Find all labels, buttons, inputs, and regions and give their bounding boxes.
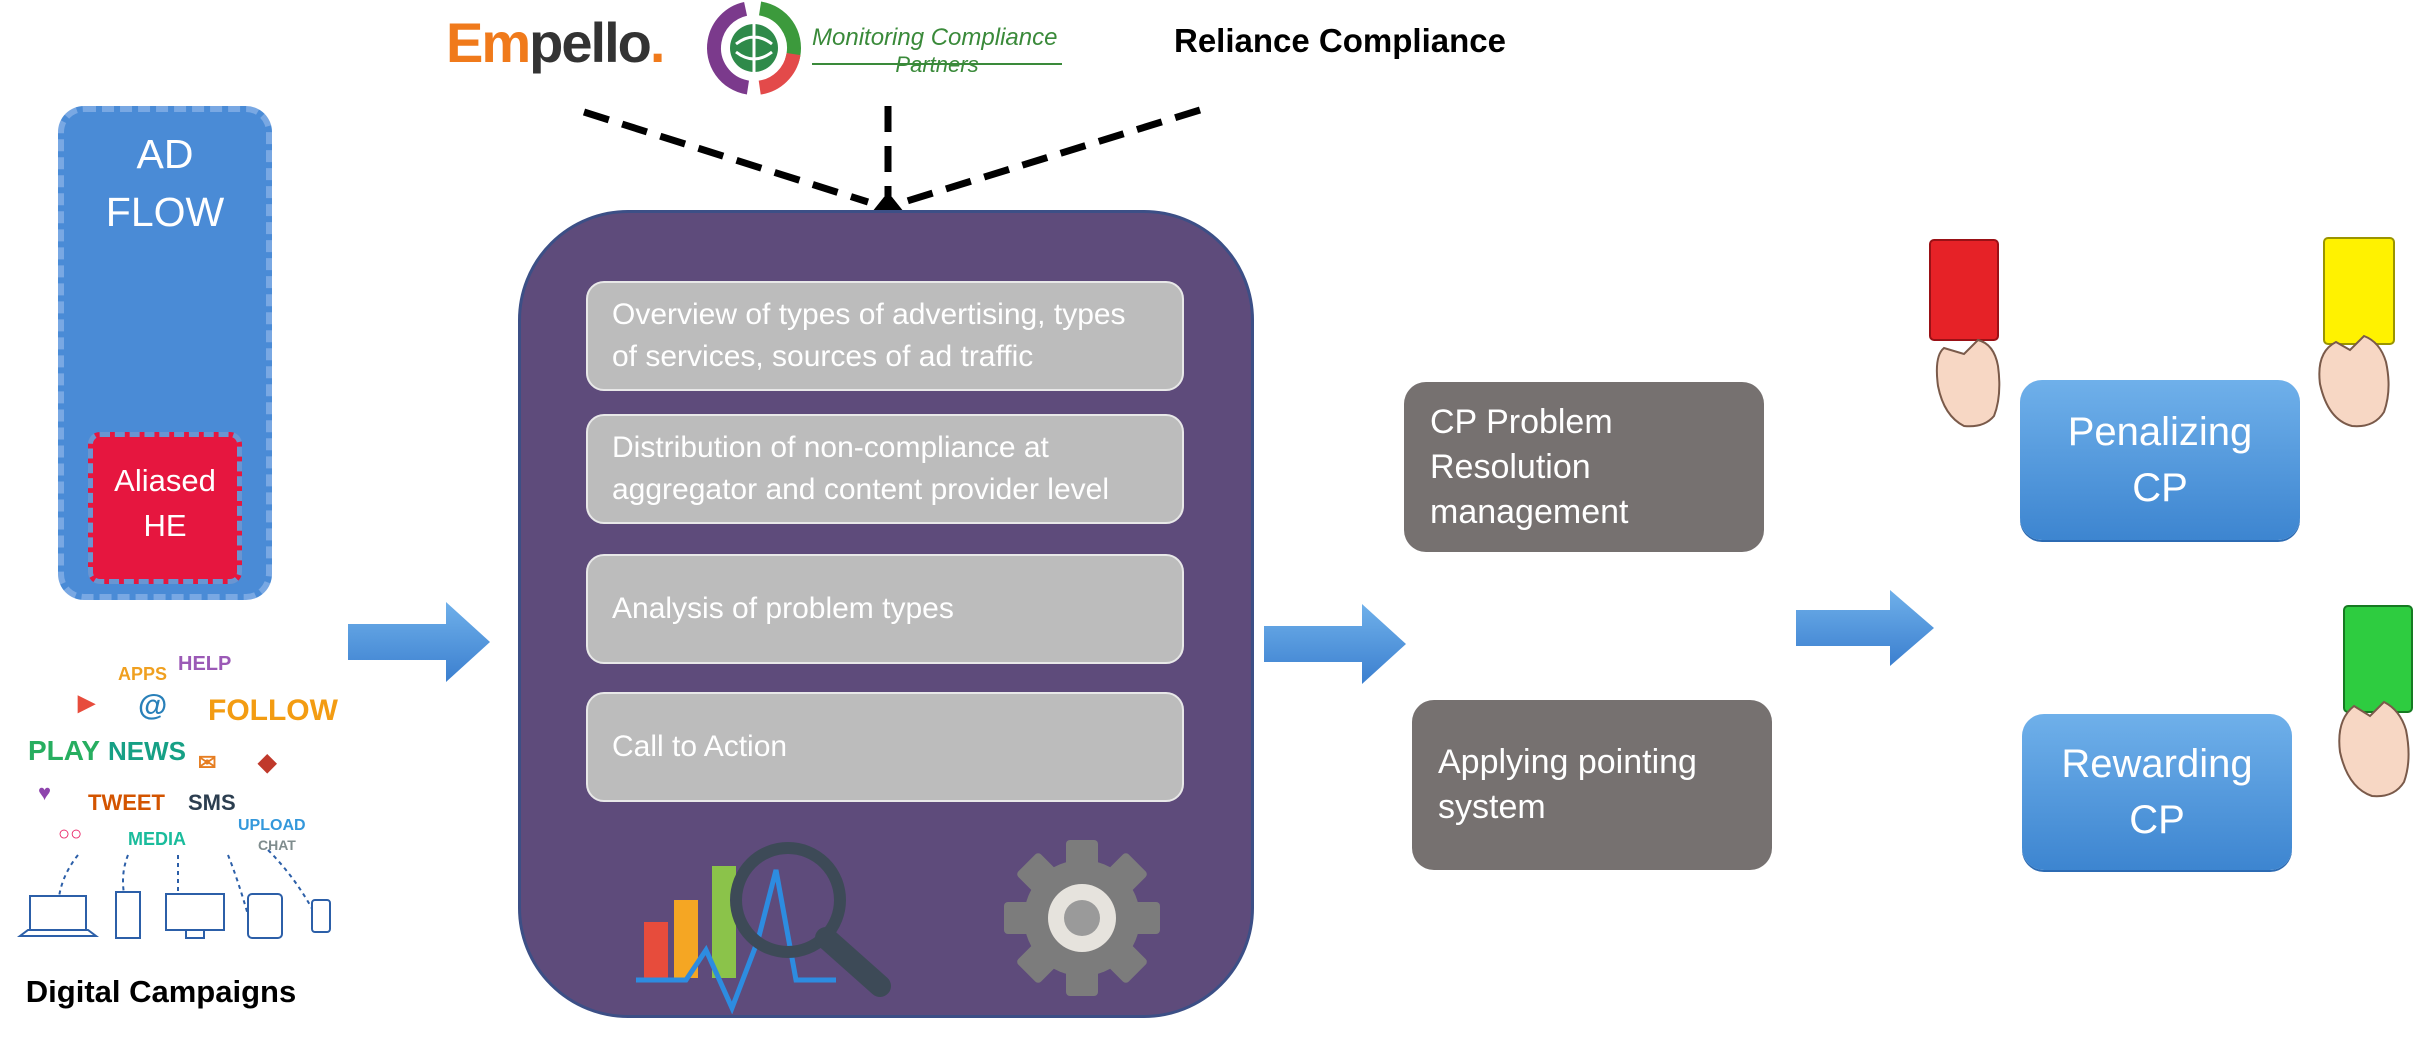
svg-text:APPS: APPS (118, 664, 167, 684)
magnifier-icon (730, 842, 891, 997)
flow-arrow-1 (348, 602, 490, 682)
svg-text:✉: ✉ (198, 750, 216, 775)
mcp-logo-title: Monitoring Compliance (812, 24, 1058, 51)
arrow-from-reliance (902, 106, 1202, 206)
svg-text:FOLLOW: FOLLOW (208, 694, 338, 727)
svg-text:◆: ◆ (257, 749, 277, 776)
svg-text:@: @ (138, 689, 167, 722)
green-card-hand-icon (2338, 605, 2413, 798)
social-cloud-icon: APPS HELP ▶ @ FOLLOW PLAY NEWS ✉ ◆ ♥ TWE… (28, 653, 338, 921)
mcp-logo-subtitle: Partners (895, 52, 979, 77)
digital-campaigns-caption: Digital Campaigns (25, 974, 297, 1009)
analysis-item-problem-types: Analysis of problem types (586, 554, 1184, 664)
analysis-item-overview: Overview of types of advertising, types … (586, 281, 1184, 391)
svg-text:NEWS: NEWS (108, 736, 186, 766)
pointing-system-box: Applying pointing system (1412, 700, 1772, 870)
svg-text:CHAT: CHAT (258, 837, 296, 853)
penalizing-cp-box: Penalizing CP (2020, 380, 2300, 540)
mcp-logo-rule (812, 63, 1062, 65)
svg-text:SMS: SMS (188, 790, 236, 815)
yellow-card-hand-icon (2318, 237, 2395, 428)
aliased-he-label: Aliased HE (114, 463, 216, 543)
analytics-chart-icon (636, 842, 891, 1014)
svg-text:♥: ♥ (38, 780, 51, 805)
analysis-item-call-to-action: Call to Action (586, 692, 1184, 802)
mcp-logo-globe-icon (706, 1, 801, 95)
svg-text:HELP: HELP (178, 653, 231, 675)
svg-text:UPLOAD: UPLOAD (238, 817, 306, 834)
devices-icon (17, 891, 331, 939)
rewarding-cp-box: Rewarding CP (2022, 714, 2292, 870)
arrow-from-empello (582, 108, 870, 206)
svg-text:MEDIA: MEDIA (128, 829, 186, 849)
flow-arrow-2 (1264, 604, 1406, 684)
analysis-item-distribution: Distribution of non-compliance at aggreg… (586, 414, 1184, 524)
empello-logo: Empello. (446, 11, 665, 74)
svg-text:TWEET: TWEET (88, 790, 166, 815)
red-card-hand-icon (1929, 239, 2001, 428)
svg-text:▶: ▶ (77, 690, 96, 715)
gear-icon (1004, 840, 1160, 996)
partner-dashed-arrows (582, 106, 1202, 212)
ad-flow-title: AD FLOW (105, 131, 225, 235)
svg-text:○○: ○○ (58, 823, 82, 845)
aliased-he-box (88, 432, 242, 584)
svg-text:PLAY: PLAY (28, 735, 100, 766)
reliance-compliance-label: Reliance Compliance (1174, 22, 1506, 59)
flow-arrow-3 (1796, 590, 1934, 666)
cp-problem-resolution-box: CP Problem Resolution management (1404, 382, 1764, 552)
